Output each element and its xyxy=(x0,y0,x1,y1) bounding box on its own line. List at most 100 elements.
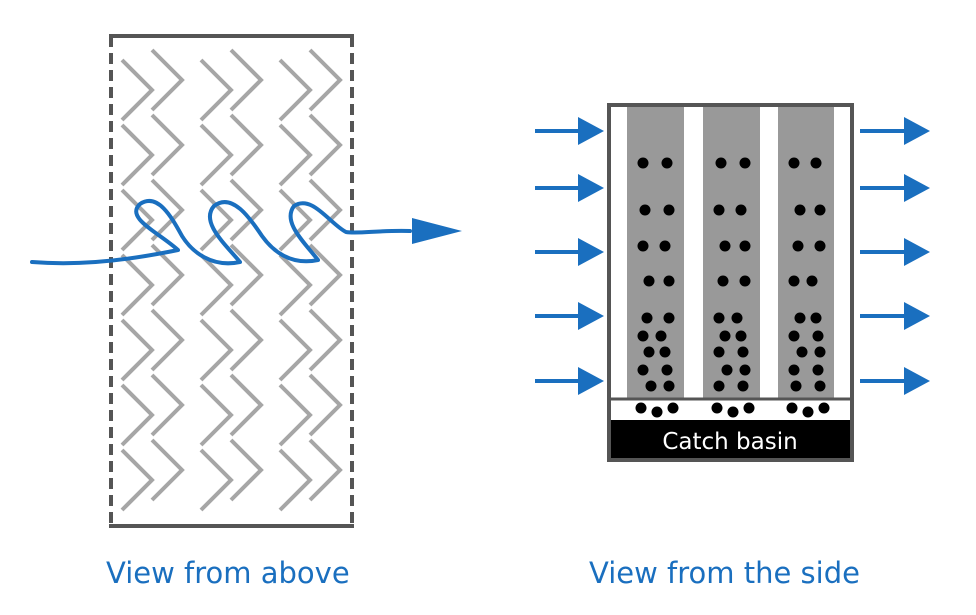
arrow-right-icon xyxy=(578,238,604,266)
particle xyxy=(814,204,826,216)
arrow-right-icon xyxy=(578,117,604,145)
vane-inner-chevron xyxy=(308,308,343,372)
particle xyxy=(645,380,657,392)
inlet-arrow xyxy=(535,367,604,395)
particle xyxy=(715,157,727,169)
particle xyxy=(719,240,731,252)
vane-inner-chevron xyxy=(150,438,185,502)
particle xyxy=(806,275,818,287)
particle xyxy=(735,204,747,216)
particle xyxy=(814,240,826,252)
particle xyxy=(737,380,749,392)
particle xyxy=(655,330,667,342)
outlet-arrow xyxy=(860,117,930,145)
particle xyxy=(637,364,649,376)
particle xyxy=(739,275,751,287)
inlet-arrow xyxy=(535,174,604,202)
particle xyxy=(792,240,804,252)
flow-arrowhead xyxy=(412,218,462,244)
particle xyxy=(739,364,751,376)
catch-basin-label: Catch basin xyxy=(662,429,797,455)
particle xyxy=(663,380,675,392)
inlet-arrow xyxy=(535,238,604,266)
vane-inner-chevron xyxy=(150,373,185,437)
particle xyxy=(788,157,800,169)
vane-outer-chevron xyxy=(199,318,234,382)
vane-outer-chevron xyxy=(278,383,313,447)
particle xyxy=(812,364,824,376)
particle xyxy=(794,204,806,216)
side-view: Catch basin xyxy=(535,103,930,462)
particle xyxy=(643,346,655,358)
vane-outer-chevron xyxy=(199,448,234,512)
particle xyxy=(641,312,653,324)
vane-outer-chevron xyxy=(278,253,313,317)
outlet-arrow xyxy=(860,367,930,395)
caption-view-from-above: View from above xyxy=(106,556,350,590)
vane-inner-chevron xyxy=(150,308,185,372)
vane-outer-chevron xyxy=(120,383,155,447)
vane-outer-chevron xyxy=(199,58,234,122)
top-view-frame xyxy=(109,34,354,528)
arrow-right-icon xyxy=(578,174,604,202)
catch-basin xyxy=(609,420,852,460)
particle xyxy=(637,330,649,342)
vane-outer-chevron xyxy=(199,383,234,447)
vane-outer-chevron xyxy=(278,318,313,382)
vane-inner-chevron xyxy=(150,113,185,177)
vane-inner-chevron xyxy=(229,178,264,242)
particle xyxy=(739,240,751,252)
particle xyxy=(659,240,671,252)
particle xyxy=(735,330,747,342)
particle xyxy=(637,240,649,252)
particle xyxy=(663,204,675,216)
particle xyxy=(661,364,673,376)
particles xyxy=(635,157,830,418)
outlet-arrows xyxy=(860,117,930,395)
vane-inner-chevron xyxy=(308,438,343,502)
settled-particle xyxy=(651,406,663,418)
arrow-right-icon xyxy=(904,174,930,202)
side-view-frame xyxy=(607,103,854,462)
particle xyxy=(788,364,800,376)
arrow-right-icon xyxy=(578,367,604,395)
particle xyxy=(713,346,725,358)
flow-path-line xyxy=(30,199,412,266)
particle xyxy=(659,346,671,358)
vane-outer-chevron xyxy=(278,123,313,187)
vane-outer-chevron xyxy=(199,188,234,252)
vane-inner-chevron xyxy=(229,373,264,437)
settled-particle xyxy=(727,406,739,418)
vane-inner-chevron xyxy=(229,308,264,372)
particle xyxy=(814,346,826,358)
vane-inner-chevron xyxy=(308,113,343,177)
particle xyxy=(731,312,743,324)
inlet-arrow xyxy=(535,117,604,145)
vane-outer-chevron xyxy=(120,123,155,187)
inlet-arrow xyxy=(535,302,604,330)
vane-outer-chevron xyxy=(120,253,155,317)
vane-inner-chevron xyxy=(150,178,185,242)
vane-outer-chevron xyxy=(199,253,234,317)
vane-inner-chevron xyxy=(308,178,343,242)
particle xyxy=(790,380,802,392)
settled-particle xyxy=(743,402,755,414)
settled-particle xyxy=(667,402,679,414)
settled-particle xyxy=(635,402,647,414)
vane-inner-chevron xyxy=(229,438,264,502)
outlet-arrow xyxy=(860,302,930,330)
vane-outer-chevron xyxy=(278,58,313,122)
outlet-arrow xyxy=(860,174,930,202)
vane-inner-chevron xyxy=(308,373,343,437)
particle xyxy=(719,330,731,342)
particle xyxy=(814,380,826,392)
column-2 xyxy=(703,107,760,399)
arrow-right-icon xyxy=(904,302,930,330)
particle xyxy=(663,275,675,287)
top-view xyxy=(30,34,462,528)
arrow-right-icon xyxy=(904,117,930,145)
particle xyxy=(713,380,725,392)
vane-outer-chevron xyxy=(120,318,155,382)
vane-outer-chevron xyxy=(278,188,313,252)
